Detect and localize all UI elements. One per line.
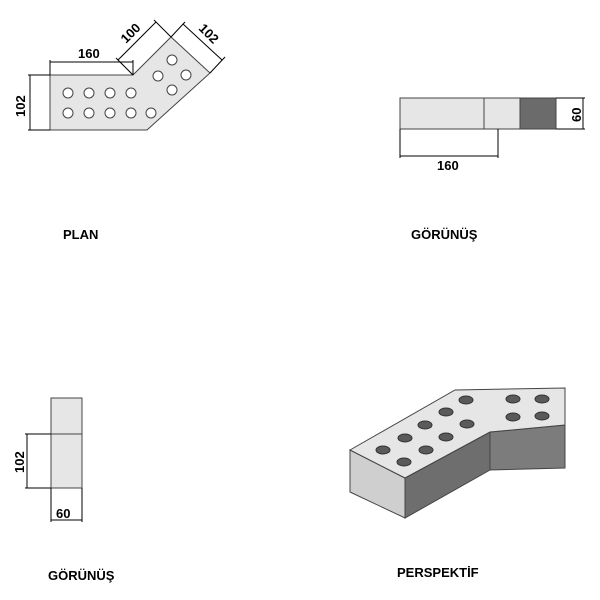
perspective-hole — [458, 395, 474, 405]
plan-dim-102-height: 102 — [13, 95, 28, 117]
plan-hole — [83, 87, 95, 99]
perspective-hole — [438, 407, 454, 417]
plan-hole — [145, 107, 157, 119]
plan-hole — [62, 107, 74, 119]
perspective-hole — [418, 445, 434, 455]
plan-view: 160 100 102 102 PLAN — [13, 19, 226, 242]
plan-hole — [83, 107, 95, 119]
side-view-title: GÖRÜNÜŞ — [48, 568, 115, 583]
perspective-top-face — [348, 387, 566, 479]
perspective-wing-side-face — [489, 424, 566, 471]
plan-title: PLAN — [63, 227, 98, 242]
plan-hole — [166, 84, 178, 96]
side-view-dim-60: 60 — [56, 506, 70, 521]
perspective-hole — [396, 457, 412, 467]
front-view-dim-160: 160 — [437, 158, 459, 173]
perspective-holes — [375, 394, 550, 467]
plan-hole — [166, 54, 178, 66]
front-view-dark-section — [519, 97, 557, 130]
front-view-light-section — [399, 97, 485, 130]
front-view-title: GÖRÜNÜŞ — [411, 227, 478, 242]
perspective-hole — [375, 445, 391, 455]
perspective-hole — [505, 394, 521, 404]
perspective-hole — [534, 394, 550, 404]
perspective-view: PERSPEKTİF — [348, 387, 566, 580]
side-view-lower-section — [50, 433, 83, 489]
plan-dim-160: 160 — [78, 46, 100, 61]
plan-hole — [62, 87, 74, 99]
plan-holes — [62, 54, 192, 119]
front-view-mid-section — [483, 97, 521, 130]
perspective-title: PERSPEKTİF — [397, 565, 479, 580]
plan-hole — [152, 70, 164, 82]
perspective-hole — [417, 420, 433, 430]
perspective-hole — [397, 433, 413, 443]
plan-dim-100: 100 — [118, 20, 144, 46]
plan-hole — [180, 69, 192, 81]
side-view-upper-section — [50, 397, 83, 435]
front-view-dim-60: 60 — [569, 108, 584, 122]
perspective-hole — [459, 419, 475, 429]
plan-dimensions — [28, 19, 226, 131]
plan-hole — [104, 107, 116, 119]
side-view: 102 60 GÖRÜNÜŞ — [12, 397, 115, 583]
perspective-hole — [534, 411, 550, 421]
front-view: 160 60 GÖRÜNÜŞ — [399, 97, 585, 242]
side-view-dim-102: 102 — [12, 451, 27, 473]
plan-hole — [125, 107, 137, 119]
plan-dim-102-angled: 102 — [196, 21, 222, 47]
perspective-hole — [505, 412, 521, 422]
plan-hole — [125, 87, 137, 99]
perspective-hole — [438, 432, 454, 442]
plan-hole — [104, 87, 116, 99]
